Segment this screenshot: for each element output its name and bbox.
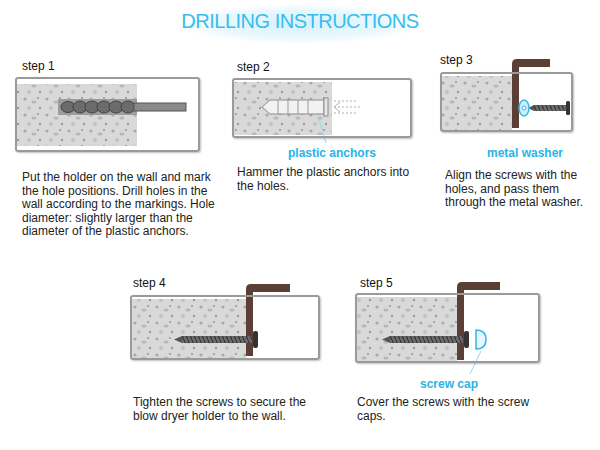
step-panel: step 3Align the screws with the holes, a… bbox=[440, 72, 573, 132]
page-title: DRILLING INSTRUCTIONS bbox=[0, 10, 600, 33]
panel-frame bbox=[355, 293, 540, 363]
washer-illustration bbox=[442, 59, 570, 130]
panel-frame bbox=[440, 72, 573, 132]
step-heading: step 3 bbox=[440, 53, 473, 67]
step-heading: step 1 bbox=[22, 59, 55, 73]
step-heading: step 2 bbox=[237, 60, 270, 74]
cap-illustration bbox=[357, 282, 500, 374]
step-heading: step 4 bbox=[133, 276, 166, 290]
callout-label: screw cap bbox=[419, 377, 479, 391]
step-description: Align the screws with the holes, and pas… bbox=[445, 169, 595, 210]
anchor-illustration bbox=[234, 82, 360, 143]
step-panel: step 4Tighten the screws to secure the b… bbox=[130, 295, 320, 360]
panel-frame bbox=[232, 78, 412, 138]
step-panel: step 1Put the holder on the wall and mar… bbox=[15, 77, 200, 152]
step-description: Tighten the screws to secure the blow dr… bbox=[133, 396, 308, 423]
step-panel: step 5Cover the screws with the screw ca… bbox=[355, 293, 540, 363]
panel-frame bbox=[130, 295, 320, 360]
step-description: Put the holder on the wall and mark the … bbox=[22, 171, 222, 239]
callout-label: plastic anchors bbox=[287, 146, 377, 160]
drill-illustration bbox=[17, 84, 186, 146]
step-description: Cover the screws with the screw caps. bbox=[357, 396, 542, 423]
step-heading: step 5 bbox=[360, 276, 393, 290]
panel-frame bbox=[15, 77, 200, 152]
callout-label: metal washer bbox=[486, 146, 564, 160]
step-description: Hammer the plastic anchors into the hole… bbox=[237, 166, 417, 193]
step-panel: step 2Hammer the plastic anchors into th… bbox=[232, 78, 412, 138]
